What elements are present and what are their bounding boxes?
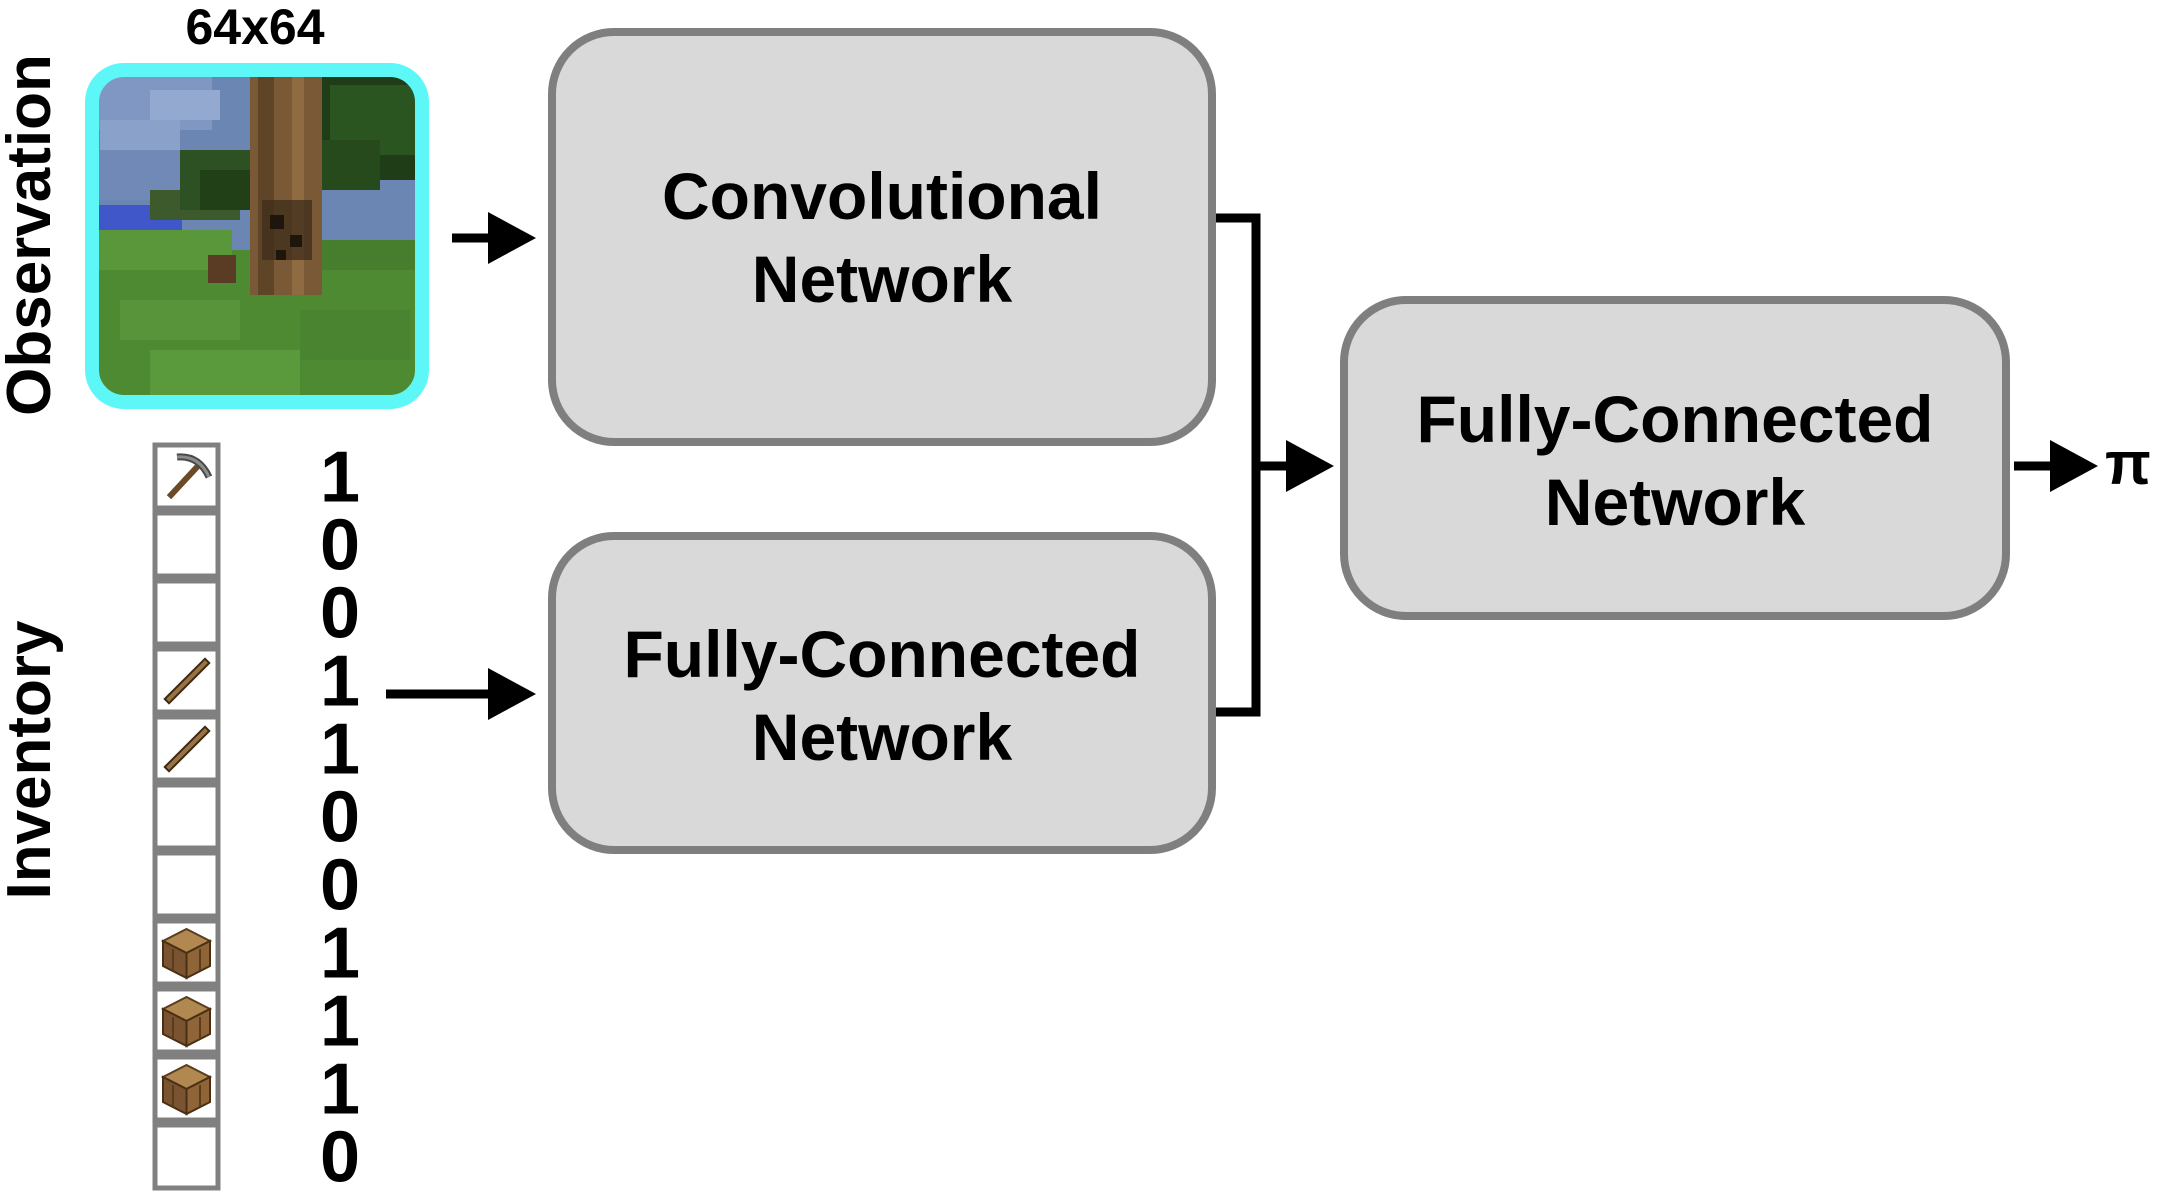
inventory-slot [152, 578, 221, 647]
inventory-slot [152, 918, 221, 987]
inventory-slot [152, 442, 221, 511]
observation-frame [85, 63, 429, 409]
inventory-slot [152, 850, 221, 919]
inventory-value: 0 [320, 506, 360, 586]
fc-head-to-output-arrow [2014, 440, 2098, 492]
policy-output-label: π [2105, 430, 2151, 497]
inventory-value: 0 [320, 846, 360, 926]
stick-icon [163, 725, 211, 773]
fc-head-network-label-line2: Network [1545, 465, 1806, 539]
inventory-value: 1 [320, 642, 360, 722]
inventory-value: 1 [320, 438, 360, 518]
wood-log-icon [160, 927, 213, 980]
observation-label: Observation [0, 54, 64, 416]
fc-head-network-node: Fully-Connected Network [1340, 296, 2010, 620]
wood-log-icon [160, 995, 213, 1048]
inventory-slot [152, 1122, 221, 1191]
conv-network-node: Convolutional Network [548, 28, 1216, 446]
observation-size-label: 64x64 [185, 0, 324, 55]
inventory-slot [152, 782, 221, 851]
observation-to-conv-arrow [452, 212, 536, 264]
merge-connector [1216, 213, 1334, 717]
inventory-slot [152, 1054, 221, 1123]
fc-head-network-box [1340, 296, 2010, 620]
fc-inventory-network-box [548, 532, 1216, 854]
inventory-value: 0 [320, 574, 360, 654]
inventory-value: 1 [320, 914, 360, 994]
conv-network-label-line1: Convolutional [662, 159, 1102, 233]
inventory-slot [152, 986, 221, 1055]
inventory-slot [152, 714, 221, 783]
wood-log-icon [160, 1063, 213, 1116]
inventory-slots [152, 442, 221, 1191]
fc-inventory-network-label-line1: Fully-Connected [623, 617, 1140, 691]
inventory-value: 1 [320, 1050, 360, 1130]
inventory-value: 0 [320, 1118, 360, 1198]
inventory-value: 0 [320, 778, 360, 858]
inventory-slot [152, 510, 221, 579]
conv-network-box [548, 28, 1216, 446]
conv-network-label-line2: Network [752, 242, 1013, 316]
observation-image [85, 63, 429, 409]
fc-head-network-label-line1: Fully-Connected [1416, 382, 1933, 456]
inventory-label: Inventory [0, 620, 64, 900]
inventory-value: 1 [320, 710, 360, 790]
inventory-value: 1 [320, 982, 360, 1062]
inventory-slot [152, 646, 221, 715]
fc-inventory-network-node: Fully-Connected Network [548, 532, 1216, 854]
pickaxe-icon [166, 453, 213, 500]
stick-icon [163, 657, 211, 705]
fc-inventory-network-label-line2: Network [752, 700, 1013, 774]
inventory-to-fc-arrow [386, 668, 536, 720]
